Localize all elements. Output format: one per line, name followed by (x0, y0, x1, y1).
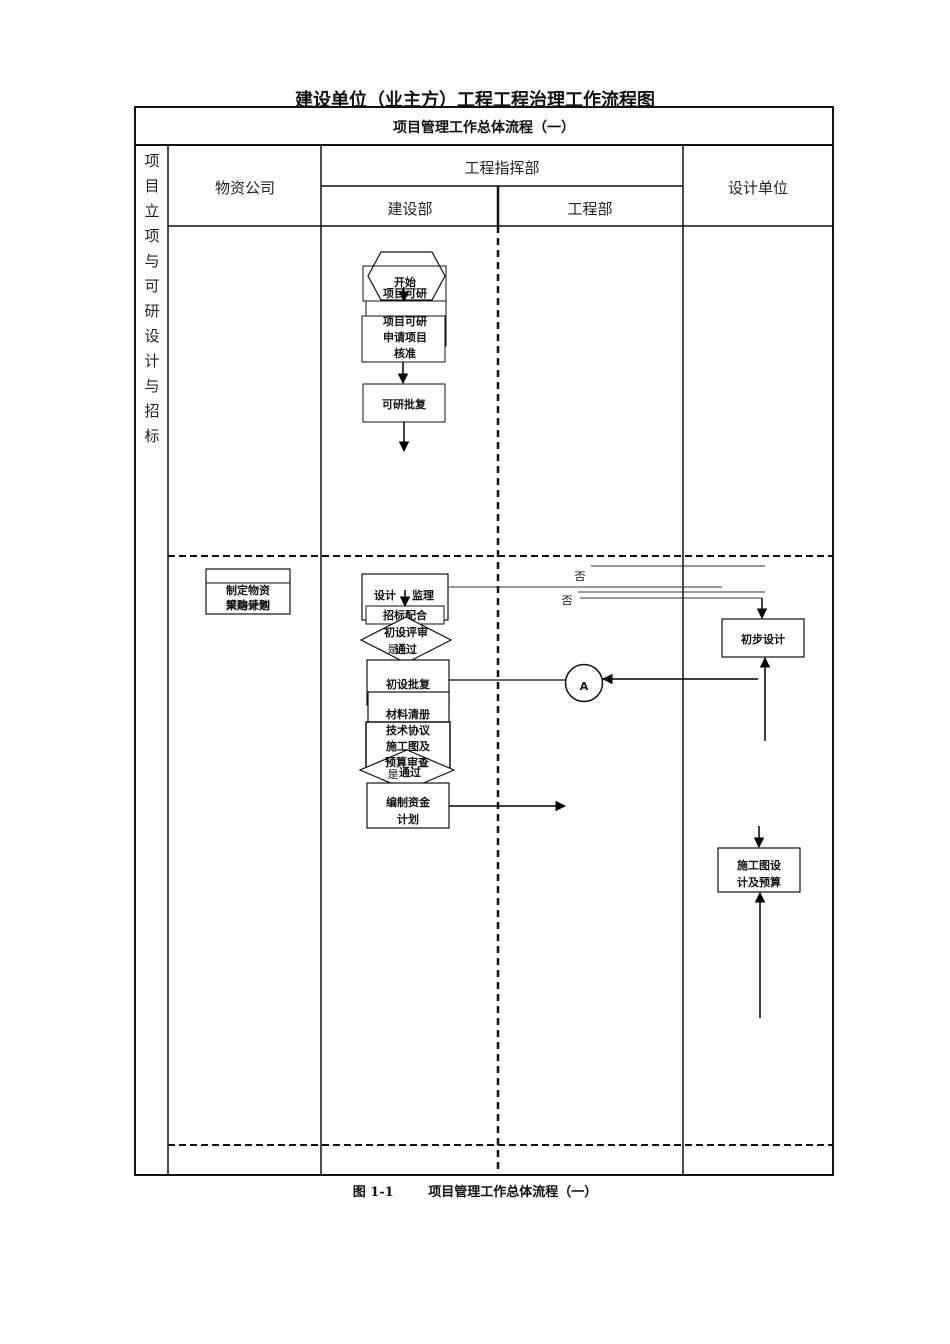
material-plan-label-2: 采购计划 (225, 598, 270, 612)
stage-label-char: 项 (144, 152, 159, 170)
prelim-review-label: 初设评审 (384, 625, 428, 639)
material-list-label: 材料清册 (386, 707, 430, 721)
column-design: 设计单位 (728, 179, 788, 197)
column-hq: 工程指挥部 (464, 159, 539, 177)
tech-agreement-label: 技术协议 (386, 723, 431, 737)
stage-label-char: 与 (144, 252, 159, 270)
drawing-design-label-1: 施工图设 (737, 858, 782, 872)
page-title: 建设单位（业主方）工程工程治理工作流程图 (295, 90, 655, 111)
pass-label-2: 通过 (399, 765, 421, 779)
fund-plan-label-2: 计划 (397, 812, 419, 826)
design-label: 设计 (374, 588, 396, 602)
supervision-label: 监理 (412, 588, 434, 602)
stage-label-char: 目 (144, 177, 159, 195)
feasibility-label-2: 项目可研 (383, 315, 427, 328)
stage-label-char: 设 (144, 327, 159, 345)
caption-number: 图 1-1 (352, 1185, 394, 1200)
column-construction: 建设部 (387, 200, 432, 218)
prelim-design-box (721, 618, 805, 658)
column-engineering: 工程部 (567, 200, 612, 218)
stage-label-char: 标 (144, 427, 159, 445)
feasibility-reply-label: 可研批复 (382, 397, 427, 411)
connector-a-label: A (580, 680, 589, 693)
stage-label-char: 可 (144, 277, 159, 295)
figure-caption: 图 1-1 项目管理工作总体流程（一） (0, 1181, 950, 1200)
material-plan-label-1: 制定物资 (226, 583, 270, 597)
table-frame (134, 106, 834, 1176)
stage-label-char: 项 (144, 227, 159, 245)
no-label-1: 否 (575, 570, 586, 583)
start-node (367, 251, 446, 301)
column-materials: 物资公司 (215, 179, 275, 197)
pass-label-1: 通过 (395, 642, 417, 656)
stage-label-char: 招 (144, 402, 159, 420)
prelim-design-label: 初步设计 (741, 632, 785, 646)
drawing-design-label-2: 计及预算 (737, 875, 781, 889)
caption-text: 项目管理工作总体流程（一） (428, 1185, 598, 1200)
material-plan-box (205, 568, 291, 615)
verify-label: 核准 (394, 346, 416, 360)
no-label-2: 否 (562, 594, 573, 607)
drawing-budget-label-2: 预算审查 (385, 755, 429, 769)
feasibility-label-1: 项目可研 (383, 287, 427, 300)
prelim-approval-label: 初设批复 (386, 677, 431, 691)
material-plan-label-3: 策略采购 (225, 598, 270, 612)
pass-yes-2: 是 (388, 768, 399, 781)
drawing-design-box (717, 847, 801, 893)
stage-label-char: 研 (144, 302, 159, 320)
pass-yes-1: 是 (388, 643, 399, 656)
stage-label-char: 与 (144, 377, 159, 395)
drawing-budget-label-1: 施工图及 (386, 739, 431, 753)
stage-label-char: 计 (144, 352, 159, 370)
feasibility-reply-box (362, 383, 446, 423)
table-title: 项目管理工作总体流程（一） (393, 119, 575, 136)
fund-plan-label-1: 编制资金 (386, 795, 431, 809)
start-label: 开始 (394, 275, 416, 289)
fund-plan-box (366, 782, 450, 829)
stage-label-char: 立 (144, 202, 159, 220)
apply-approval-label: 申请项目 (383, 330, 427, 344)
bid-support-label: 招标配合 (383, 608, 428, 622)
